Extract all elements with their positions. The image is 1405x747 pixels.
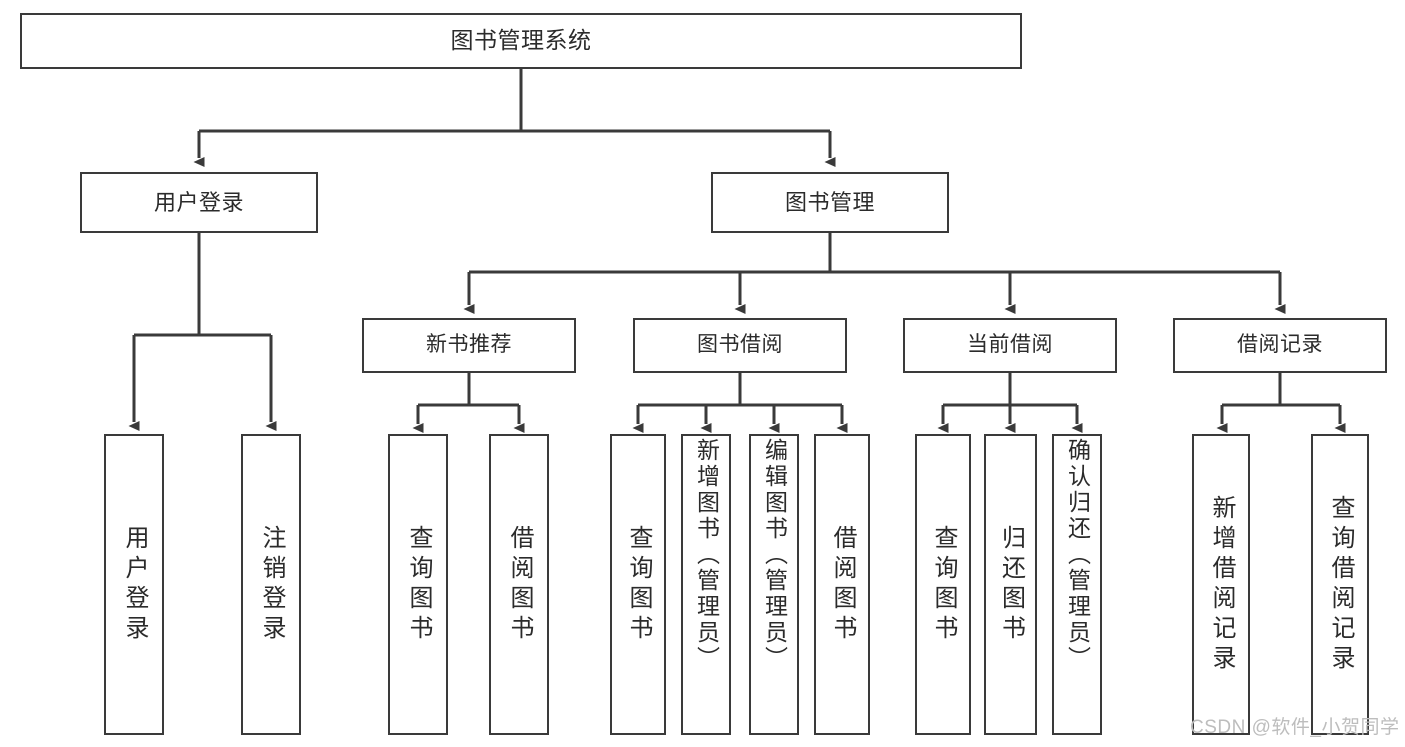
node-leaf-add-record[interactable]: 新增借阅记录 xyxy=(1192,434,1250,735)
node-leaf-query-book-1[interactable]: 查询图书 xyxy=(388,434,448,735)
node-borrow-record[interactable]: 借阅记录 xyxy=(1173,318,1387,373)
node-leaf-user-login[interactable]: 用户登录 xyxy=(104,434,164,735)
node-leaf-query-record-label: 查询借阅记录 xyxy=(1327,494,1354,675)
node-new-book-recommend[interactable]: 新书推荐 xyxy=(362,318,576,373)
watermark: CSDN @软件_小贺同学 xyxy=(1190,717,1400,738)
node-leaf-add-record-label: 新增借阅记录 xyxy=(1208,494,1235,675)
node-user-login-label: 用户登录 xyxy=(153,189,244,215)
node-leaf-return-book-label: 归还图书 xyxy=(997,524,1025,645)
node-current-borrow[interactable]: 当前借阅 xyxy=(903,318,1117,373)
node-leaf-add-book[interactable]: 新增图书（管理员） xyxy=(681,434,731,735)
node-leaf-edit-book[interactable]: 编辑图书（管理员） xyxy=(749,434,799,735)
node-leaf-borrow-book-2-label: 借阅图书 xyxy=(829,524,856,645)
node-borrow-record-label: 借阅记录 xyxy=(1237,333,1323,357)
node-leaf-query-book-3[interactable]: 查询图书 xyxy=(915,434,971,735)
node-leaf-query-book-1-label: 查询图书 xyxy=(405,524,432,645)
node-book-manage-label: 图书管理 xyxy=(784,189,875,215)
node-user-login[interactable]: 用户登录 xyxy=(80,172,318,233)
node-leaf-confirm-return[interactable]: 确认归还（管理员） xyxy=(1052,434,1102,735)
node-current-borrow-label: 当前借阅 xyxy=(967,333,1053,357)
node-root-label: 图书管理系统 xyxy=(450,27,592,54)
node-leaf-borrow-book-1[interactable]: 借阅图书 xyxy=(489,434,549,735)
node-leaf-return-book[interactable]: 归还图书 xyxy=(984,434,1037,735)
node-leaf-user-login-label: 用户登录 xyxy=(121,524,148,645)
node-leaf-confirm-return-label: 确认归还（管理员） xyxy=(1064,438,1091,672)
node-leaf-query-book-3-label: 查询图书 xyxy=(930,524,957,645)
node-leaf-query-record[interactable]: 查询借阅记录 xyxy=(1311,434,1369,735)
node-leaf-edit-book-label: 编辑图书（管理员） xyxy=(761,438,788,672)
node-leaf-borrow-book-1-label: 借阅图书 xyxy=(506,524,533,645)
node-leaf-borrow-book-2[interactable]: 借阅图书 xyxy=(814,434,870,735)
node-leaf-add-book-label: 新增图书（管理员） xyxy=(693,438,720,672)
node-leaf-user-logout-label: 注销登录 xyxy=(258,524,285,645)
node-book-borrow[interactable]: 图书借阅 xyxy=(633,318,847,373)
node-new-book-recommend-label: 新书推荐 xyxy=(426,333,512,357)
node-leaf-query-book-2-label: 查询图书 xyxy=(625,524,652,645)
node-leaf-query-book-2[interactable]: 查询图书 xyxy=(610,434,666,735)
node-leaf-user-logout[interactable]: 注销登录 xyxy=(241,434,301,735)
node-book-borrow-label: 图书借阅 xyxy=(697,333,783,357)
node-root[interactable]: 图书管理系统 xyxy=(20,13,1022,69)
node-book-manage[interactable]: 图书管理 xyxy=(711,172,949,233)
